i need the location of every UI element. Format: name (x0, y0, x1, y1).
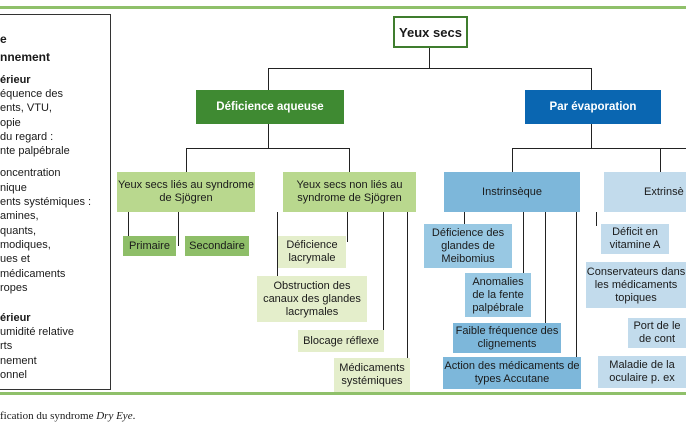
node-par-evaporation: Par évaporation (525, 90, 661, 124)
sidebar-item: rts (0, 340, 13, 353)
connector-root-down (429, 48, 430, 68)
node-port-lentilles: Port de le de cont (628, 318, 686, 348)
sidebar-item: ents systémiques : (0, 196, 92, 209)
connector-aqueous-down (268, 124, 269, 148)
sidebar-item: du regard : (0, 130, 54, 143)
sidebar-item: opie (0, 116, 21, 129)
connector-extr-1 (596, 212, 597, 226)
sidebar-item: médicaments (0, 267, 66, 280)
sidebar-title-line-1: e (0, 32, 7, 46)
node-non-sjogren: Yeux secs non liés au syndrome de Sjögre… (283, 172, 416, 212)
connector-to-aqueous (268, 68, 269, 90)
figure-frame: e nnement érieur équence des ents, VTU, … (0, 6, 686, 395)
sidebar-item: modiques, (0, 238, 51, 251)
sidebar-item: ropes (0, 281, 28, 294)
sidebar-item: nte palpébrale (0, 145, 70, 158)
node-action-accutane: Action des médicaments de types Accutane (443, 357, 581, 389)
connector-to-sjogren (186, 148, 187, 172)
node-deficience-lacrymale: Déficience lacrymale (278, 236, 346, 268)
connector-to-non-sjogren (349, 148, 350, 172)
top-rule (0, 6, 686, 9)
sidebar-item: ues et (0, 253, 30, 266)
sidebar-section1-list: équence des ents, VTU, opie du regard : … (0, 87, 91, 295)
connector-non-sjogren-1 (277, 212, 278, 290)
node-anomalies-fente: Anomalies de la fente palpébrale (465, 273, 531, 317)
node-deficit-vitamine-a: Déficit en vitamine A (601, 224, 669, 254)
sidebar-item: quants, (0, 224, 37, 237)
node-blocage-reflexe: Blocage réflexe (298, 330, 384, 352)
node-deficience-aqueuse: Déficience aqueuse (196, 90, 344, 124)
connector-non-sjogren-2 (347, 212, 348, 242)
sidebar-item: nique (0, 181, 27, 194)
connector-to-intrinseque (512, 148, 513, 172)
sidebar-item: amines, (0, 210, 39, 223)
sidebar-spacer (0, 158, 91, 166)
node-intrinseque: Instrinsèque (444, 172, 580, 212)
node-faible-frequence: Faible fréquence des clignements (453, 323, 561, 353)
connector-root-horizontal (268, 68, 592, 69)
sidebar-title-line-2: nnement (0, 50, 51, 64)
sidebar-item: oncentration (0, 167, 61, 180)
caption-suffix: . (132, 410, 136, 422)
node-glandes-meibomius: Déficience des glandes de Meibomius (424, 224, 512, 268)
node-obstruction-canaux: Obstruction des canaux des glandes lacry… (257, 276, 367, 322)
node-primaire: Primaire (123, 236, 176, 256)
figure-caption: fication du syndrome Dry Eye. (0, 410, 135, 422)
sidebar-section2-heading: érieur (0, 312, 31, 324)
sidebar-item: umidité relative (0, 326, 74, 338)
connector-evap-horizontal (512, 148, 686, 149)
risk-factors-sidebar: e nnement érieur équence des ents, VTU, … (0, 14, 111, 390)
caption-prefix: fication du syndrome (0, 410, 97, 422)
node-maladie-oculaire: Maladie de la oculaire p. ex (598, 356, 686, 388)
connector-non-sjogren-4 (407, 212, 408, 372)
connector-non-sjogren-3 (383, 212, 384, 340)
node-extrinseque: Extrinsè (604, 172, 686, 212)
bottom-rule (0, 392, 686, 395)
connector-evap-down (591, 124, 592, 148)
connector-to-evaporative (591, 68, 592, 90)
caption-emphasis: Dry Eye (96, 410, 133, 422)
connector-intr-3 (545, 212, 546, 324)
node-medicaments-systemiques: Médicaments systémiques (334, 358, 410, 392)
node-conservateurs: Conservateurs dans les médicaments topiq… (586, 262, 686, 308)
sidebar-item: ents, VTU, (0, 102, 52, 115)
connector-to-secondaire (178, 212, 179, 246)
connector-intr-2 (523, 212, 524, 274)
node-secondaire: Secondaire (185, 236, 249, 256)
sidebar-item: nement (0, 354, 37, 367)
sidebar-title: e nnement (0, 30, 50, 66)
sidebar-item: équence des (0, 88, 63, 100)
connector-intr-1 (464, 212, 465, 224)
sidebar-item: onnel (0, 368, 27, 381)
connector-to-extrinseque (660, 148, 661, 172)
sidebar-section1-heading: érieur (0, 74, 31, 86)
sidebar-section2-list: umidité relative rts nement onnel (0, 325, 74, 382)
connector-to-primaire (128, 212, 129, 246)
connector-intr-4 (576, 212, 577, 360)
connector-aqueous-horizontal (186, 148, 350, 149)
node-sjogren: Yeux secs liés au syndrome de Sjögren (117, 172, 255, 212)
root-node-yeux-secs: Yeux secs (393, 16, 468, 48)
